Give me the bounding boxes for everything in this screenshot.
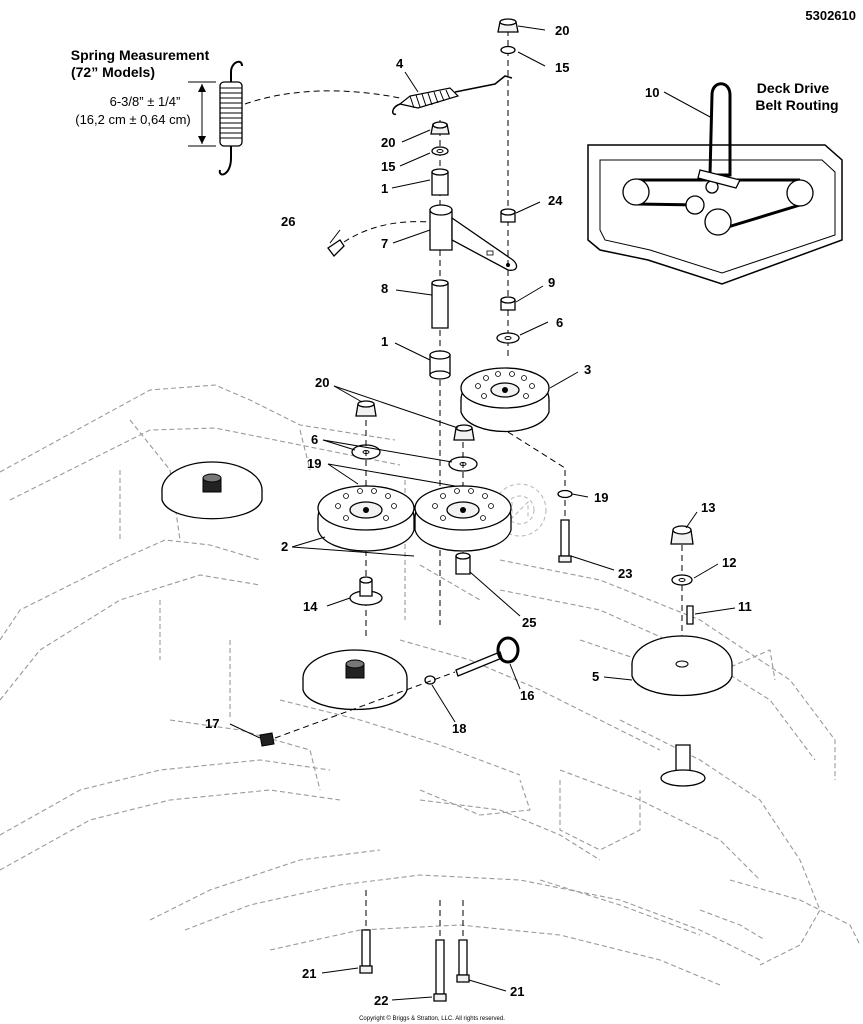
callout-4: 4 <box>396 56 404 71</box>
callout-20-top: 20 <box>555 23 569 38</box>
callout-19-right: 19 <box>594 490 608 505</box>
callout-15-top: 15 <box>555 60 569 75</box>
callout-24: 24 <box>548 193 563 208</box>
callout-6-right: 6 <box>556 315 563 330</box>
callout-19-left: 19 <box>307 456 321 471</box>
callout-1-low: 1 <box>381 334 388 349</box>
spring-measurement-inset: Spring Measurement (72” Models) 6-3/8” ±… <box>71 47 401 176</box>
callout-11: 11 <box>738 599 752 614</box>
callout-18: 18 <box>452 721 466 736</box>
callout-16: 16 <box>520 688 534 703</box>
spring-icon <box>218 60 243 176</box>
spring-measurement-title: Spring Measurement <box>71 47 210 63</box>
callout-14: 14 <box>303 599 318 614</box>
callout-3: 3 <box>584 362 591 377</box>
callout-25: 25 <box>522 615 536 630</box>
callout-21-right: 21 <box>510 984 524 999</box>
left-spindle-pulley <box>161 461 263 520</box>
bottom-bolts <box>359 890 470 1002</box>
callout-6-left: 6 <box>311 432 318 447</box>
callout-1-top: 1 <box>381 181 388 196</box>
spring-measurement-subtitle: (72” Models) <box>71 64 155 80</box>
idler-pulley-3 <box>460 367 566 469</box>
callout-21-left: 21 <box>302 966 316 981</box>
right-spindle-pulley-5 <box>631 525 733 787</box>
callout-5: 5 <box>592 669 599 684</box>
pulley-hardware <box>351 400 478 640</box>
callout-2: 2 <box>281 539 288 554</box>
callout-10: 10 <box>645 85 659 100</box>
belt-routing-inset: Deck Drive Belt Routing <box>587 80 843 285</box>
spacers <box>349 470 573 606</box>
callout-9: 9 <box>548 275 555 290</box>
callout-12: 12 <box>722 555 736 570</box>
mower-deck-outline <box>0 384 861 986</box>
belt-routing-subtitle: Belt Routing <box>755 97 838 113</box>
belt-routing-title: Deck Drive <box>757 80 830 96</box>
idler-arm-stack <box>327 120 518 625</box>
callout-labels: 20 15 4 20 15 1 26 7 24 8 9 6 1 3 10 20 … <box>205 23 752 1008</box>
callout-26: 26 <box>281 214 295 229</box>
copyright-notice: Copyright © Briggs & Stratton, LLC. All … <box>359 1015 505 1022</box>
callout-20-mid: 20 <box>381 135 395 150</box>
lower-spindle-and-eyebolt <box>259 636 520 747</box>
idler-pulleys-2 <box>317 485 512 552</box>
callout-23: 23 <box>618 566 632 581</box>
spring-measurement-metric: (16,2 cm ± 0,64 cm) <box>75 112 191 127</box>
spring-part-4 <box>392 75 513 116</box>
callout-20-left: 20 <box>315 375 329 390</box>
callout-8: 8 <box>381 281 388 296</box>
idler-pulley-stack <box>496 18 520 360</box>
callout-15-mid: 15 <box>381 159 395 174</box>
leader-lines <box>229 25 736 1001</box>
document-number: 5302610 <box>805 8 856 23</box>
spring-measurement-imperial: 6-3/8” ± 1/4” <box>110 94 181 109</box>
callout-7: 7 <box>381 236 388 251</box>
callout-13: 13 <box>701 500 715 515</box>
callout-17: 17 <box>205 716 219 731</box>
callout-22: 22 <box>374 993 388 1008</box>
